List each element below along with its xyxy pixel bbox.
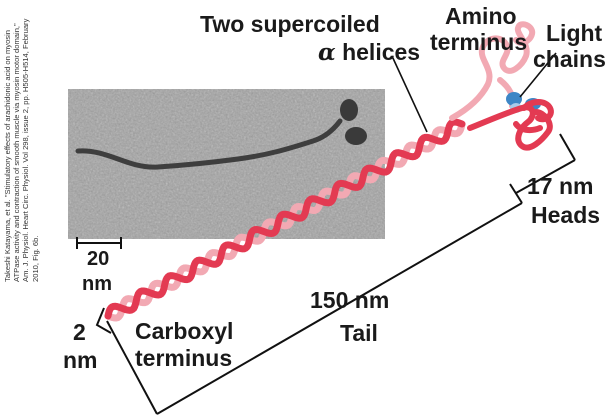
- myosin-head-red: [467, 99, 554, 151]
- light-chains-label-line2: chains: [533, 46, 606, 72]
- light-chains-label-line1: Light: [546, 20, 603, 46]
- tail-length-bracket: [106, 183, 523, 415]
- tail-size-label: 150 nm: [310, 287, 390, 313]
- micrograph-myosin-head: [345, 127, 367, 145]
- alpha-helix-pink: [104, 120, 466, 322]
- helices-label-2: α helices: [318, 39, 421, 66]
- scale-bar-value: 20: [87, 248, 110, 270]
- light-chain-upper: [506, 92, 522, 106]
- micrograph-myosin-tail: [75, 118, 343, 170]
- width-bracket: [95, 307, 112, 334]
- width-value: 2: [73, 319, 86, 345]
- carboxyl-terminus-label-line2: terminus: [135, 345, 233, 371]
- alpha-symbol: α: [318, 39, 336, 66]
- helices-label-line2: helices: [342, 39, 421, 65]
- heads-size-label: 17 nm: [527, 173, 594, 199]
- scale-bar-20nm: [76, 237, 122, 249]
- light-chains-pointer: [519, 52, 557, 98]
- helices-pointer: [391, 55, 428, 133]
- label-pointers: [391, 52, 557, 133]
- scale-bar-unit: nm: [82, 273, 112, 295]
- heads-label: Heads: [531, 202, 601, 228]
- width-unit: nm: [63, 347, 98, 373]
- electron-micrograph: [68, 89, 385, 239]
- heads-length-bracket: [515, 133, 576, 194]
- alpha-helix-red: [104, 118, 466, 320]
- micrograph-myosin-head: [340, 99, 358, 121]
- helices-label: Two supercoiled: [200, 13, 380, 36]
- tail-label: Tail: [340, 320, 378, 346]
- amino-terminus-label-line1: Amino: [445, 3, 517, 29]
- amino-terminus-label-line2: terminus: [430, 29, 528, 55]
- carboxyl-terminus-label-line1: Carboxyl: [135, 318, 234, 344]
- coiled-coil-tail: [104, 118, 466, 322]
- helices-label-line1: Two supercoiled: [200, 11, 380, 37]
